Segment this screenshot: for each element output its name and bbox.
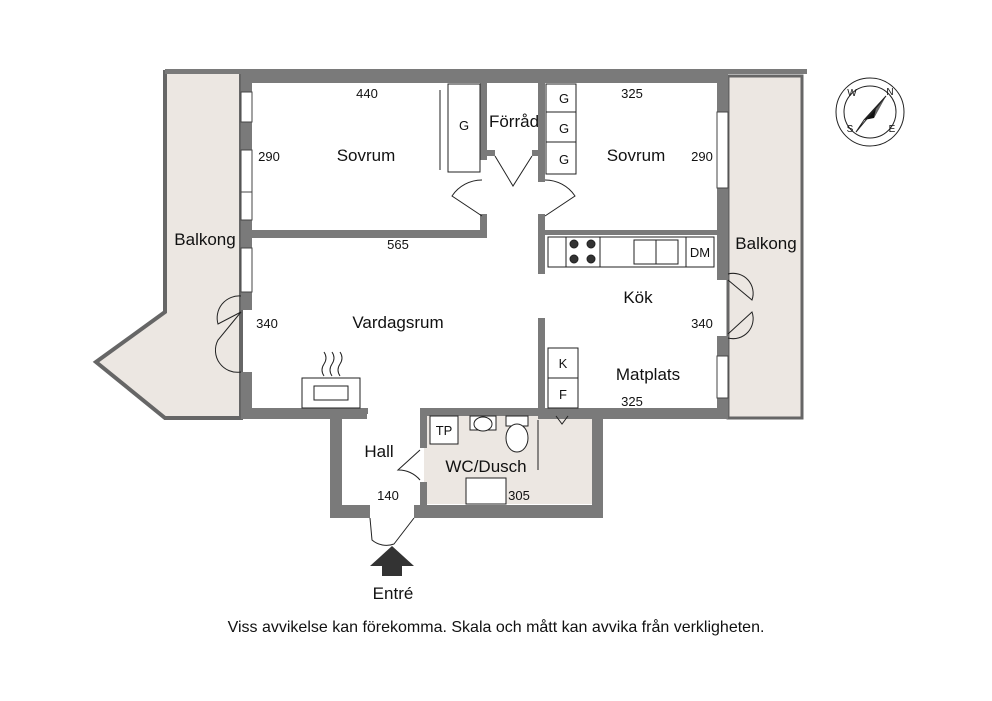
- doors: [214, 155, 754, 546]
- room-label-balcony-left: Balkong: [174, 230, 235, 249]
- dim-bedroom-right-width: 325: [621, 86, 643, 101]
- towel-dryer-label: TP: [436, 423, 453, 438]
- windows: [240, 91, 729, 399]
- room-label-bathroom: WC/Dusch: [445, 457, 526, 476]
- dim-dining-width: 325: [621, 394, 643, 409]
- fireplace: [301, 351, 361, 409]
- dim-hall-width: 140: [377, 488, 399, 503]
- interior-walls: [252, 80, 717, 412]
- entrance-label: Entré: [373, 584, 414, 603]
- room-label-storage: Förråd: [489, 112, 539, 131]
- dim-living-depth: 340: [256, 316, 278, 331]
- disclaimer-text: Viss avvikelse kan förekomma. Skala och …: [227, 619, 765, 636]
- bathroom-fixtures: [429, 415, 569, 505]
- wardrobe-label-right-3: G: [559, 152, 569, 167]
- dim-bedroom-left-depth: 290: [258, 149, 280, 164]
- compass-s: S: [847, 124, 854, 135]
- wardrobe-label-right-1: G: [559, 91, 569, 106]
- compass-w: W: [847, 88, 857, 99]
- room-label-living: Vardagsrum: [352, 313, 443, 332]
- dim-bedroom-left-width: 440: [356, 86, 378, 101]
- dim-living-width: 565: [387, 237, 409, 252]
- entrance-arrow: [370, 546, 414, 576]
- compass-icon: [835, 77, 905, 147]
- dim-bedroom-right-depth: 290: [691, 149, 713, 164]
- compass-n: N: [886, 87, 893, 98]
- dishwasher-label: DM: [690, 245, 710, 260]
- room-label-balcony-right: Balkong: [735, 234, 796, 253]
- kitchen-counter: [547, 236, 715, 268]
- compass-e: E: [889, 124, 896, 135]
- wardrobes: [439, 83, 577, 175]
- fridge-freezer: [547, 347, 579, 409]
- wardrobe-label-right-2: G: [559, 121, 569, 136]
- freezer-label: F: [559, 387, 567, 402]
- dim-bathroom-width: 305: [508, 488, 530, 503]
- room-label-bedroom-left: Sovrum: [337, 146, 396, 165]
- room-label-hall: Hall: [364, 442, 393, 461]
- room-label-dining: Matplats: [616, 365, 680, 384]
- fridge-label: K: [559, 356, 568, 371]
- dim-kitchen-depth: 340: [691, 316, 713, 331]
- wardrobe-label-left: G: [459, 118, 469, 133]
- room-label-kitchen: Kök: [623, 288, 653, 307]
- room-label-bedroom-right: Sovrum: [607, 146, 666, 165]
